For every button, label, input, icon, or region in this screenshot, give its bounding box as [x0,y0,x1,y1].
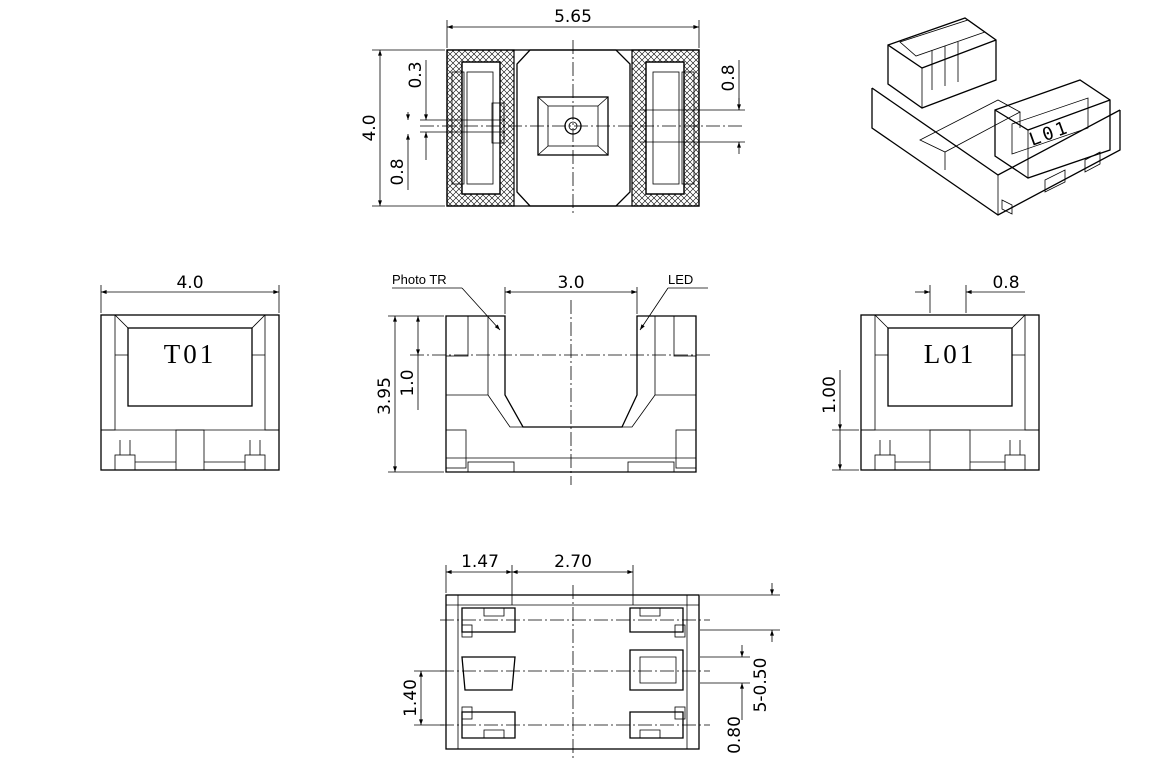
top-left-bottom-dimension: 0.8 [388,158,408,185]
bottom-pitch-x-dimension: 2.70 [554,552,592,572]
bottom-pad-dimension: 5-0.50 [751,658,771,713]
left-side-view: T01 4.0 [100,273,280,471]
right-height-dimension: 1.00 [820,376,840,414]
top-height-dimension: 4.0 [360,114,380,141]
top-right-dimension: 0.8 [719,64,739,91]
front-center-dimension: 1.0 [398,369,418,396]
right-top-dimension: 0.8 [992,273,1019,293]
front-view: 3.0 Photo TR LED 3.95 1.0 [375,272,710,485]
led-label: LED [668,272,693,287]
front-height-dimension: 3.95 [375,377,395,415]
right-side-view: L01 0.8 1.00 [820,273,1040,471]
bottom-pitch-y-dimension: 1.40 [401,679,421,717]
bottom-view: 1.47 2.70 1.40 5-0.50 0.80 [401,552,780,760]
bottom-left-dimension: 1.47 [461,552,499,572]
bottom-bottom-dimension: 0.80 [725,716,745,754]
left-view-marking: T01 [164,339,217,369]
isometric-view: L01 [871,17,1121,216]
top-view: 5.65 4.0 0.3 0.8 0.8 [360,7,745,216]
right-view-marking: L01 [924,339,977,369]
front-gap-dimension: 3.0 [557,273,584,293]
top-slot-dimension: 0.3 [406,61,426,88]
photo-tr-label: Photo TR [392,272,447,287]
top-width-dimension: 5.65 [554,7,592,27]
iso-marking: L01 [1027,117,1073,151]
left-width-dimension: 4.0 [176,273,203,293]
